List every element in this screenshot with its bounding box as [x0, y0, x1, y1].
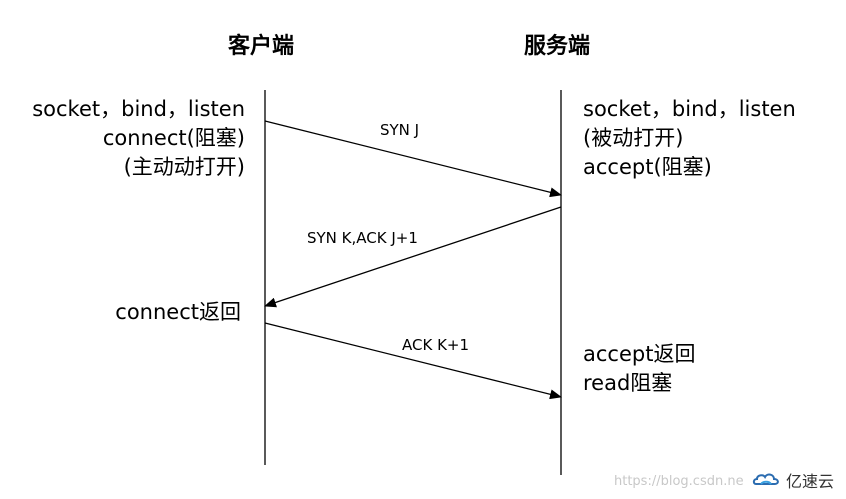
client-setup-line: (主动动打开) — [123, 155, 245, 179]
client-setup-line: socket，bind，listen — [32, 97, 245, 121]
cloud-logo-icon — [752, 473, 779, 485]
server-title: 服务端 — [524, 34, 591, 59]
server-accept-return: accept返回 read阻塞 — [583, 340, 695, 398]
brand-name: 亿速云 — [786, 472, 835, 491]
watermark-brand: 亿速云 — [752, 468, 834, 492]
client-title: 客户端 — [228, 34, 295, 59]
server-setup-line: (被动打开) — [583, 126, 684, 150]
client-setup-notes: socket，bind，listen connect(阻塞) (主动动打开) — [32, 95, 245, 182]
server-setup-line: accept(阻塞) — [583, 155, 712, 179]
server-accept-line: accept返回 — [583, 342, 696, 366]
server-setup-line: socket，bind，listen — [583, 97, 796, 121]
syn-ack-label: SYN K,ACK J+1 — [307, 229, 418, 247]
server-setup-notes: socket，bind，listen (被动打开) accept(阻塞) — [583, 95, 796, 182]
ack-arrow — [264, 322, 562, 400]
syn-label: SYN J — [380, 121, 420, 139]
client-setup-line: connect(阻塞) — [102, 126, 245, 150]
server-accept-line: read阻塞 — [583, 371, 673, 395]
syn-ack-arrow — [264, 206, 562, 308]
syn-arrow — [264, 120, 562, 198]
client-connect-return: connect返回 — [115, 300, 241, 324]
ack-label: ACK K+1 — [402, 336, 470, 354]
watermark-url: https://blog.csdn.ne — [614, 474, 744, 489]
